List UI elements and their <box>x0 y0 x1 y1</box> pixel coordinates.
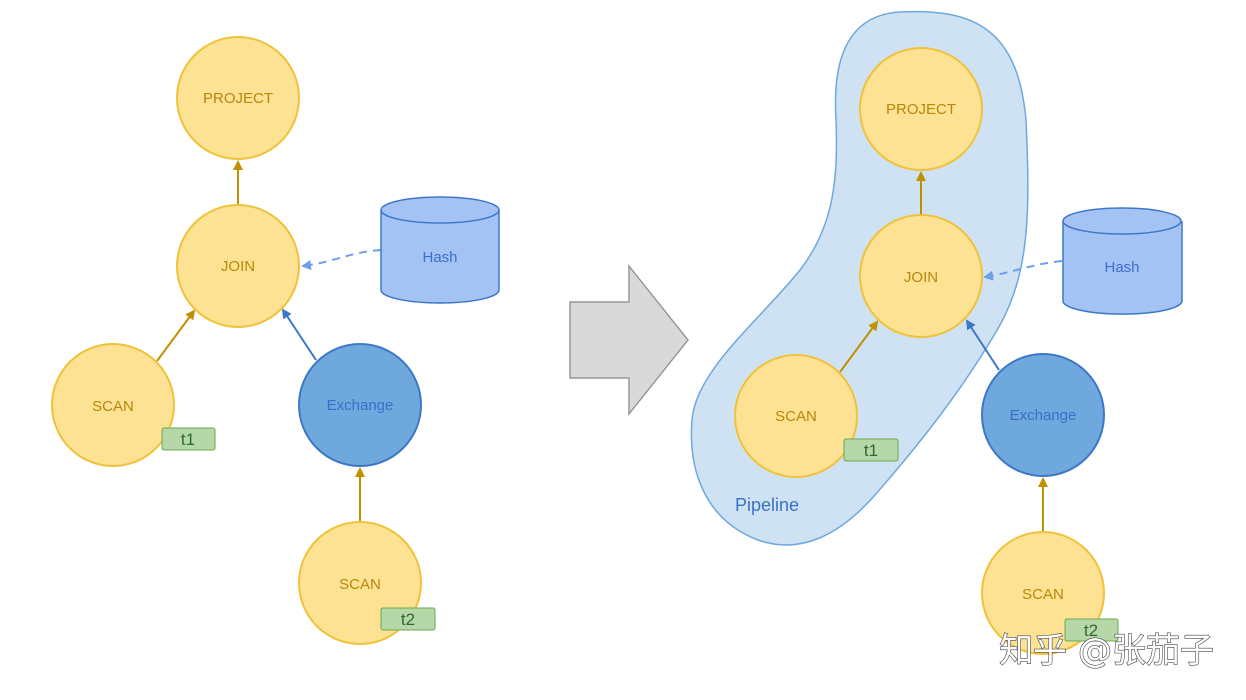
scan-node-t1: SCAN t1 <box>734 354 899 478</box>
project-label: PROJECT <box>203 90 273 107</box>
scan-node-t2: SCAN t2 <box>981 531 1119 655</box>
join-label: JOIN <box>904 269 938 286</box>
edge-scan-t1-to-join <box>156 309 196 362</box>
table-tag-t1: t1 <box>181 430 195 449</box>
hash-label: Hash <box>1104 259 1139 276</box>
transform-arrow-icon <box>569 263 689 417</box>
watermark: 知乎 @张茄子 <box>999 631 1214 671</box>
hash-label: Hash <box>422 249 457 266</box>
left-plan: PROJECT JOIN Hash SCAN t1 Exchange <box>51 36 500 645</box>
edge-hash-to-join <box>301 249 382 270</box>
edge-exchange-to-join <box>965 319 1000 371</box>
exchange-label: Exchange <box>1010 407 1077 424</box>
scan-label: SCAN <box>775 408 817 425</box>
edge-scan-t1-to-join <box>839 320 879 373</box>
project-label: PROJECT <box>886 101 956 118</box>
right-plan: Pipeline PROJECT JOIN Hash SCAN t1 <box>690 10 1183 655</box>
table-tag-t2: t2 <box>401 610 415 629</box>
hash-table-cylinder: Hash <box>1062 207 1183 315</box>
table-tag-t2: t2 <box>1084 621 1098 640</box>
scan-label: SCAN <box>92 398 134 415</box>
exchange-node: Exchange <box>298 343 422 467</box>
scan-label: SCAN <box>1022 586 1064 603</box>
join-node: JOIN <box>859 214 983 338</box>
edge-exchange-to-join <box>281 308 317 361</box>
scan-node-t2: SCAN t2 <box>298 521 436 645</box>
join-label: JOIN <box>221 258 255 275</box>
scan-label: SCAN <box>339 576 381 593</box>
table-tag-t1: t1 <box>864 441 878 460</box>
exchange-node: Exchange <box>981 353 1105 477</box>
join-node: JOIN <box>176 204 300 328</box>
exchange-label: Exchange <box>327 397 394 414</box>
pipeline-label: Pipeline <box>735 495 799 515</box>
project-node: PROJECT <box>176 36 300 160</box>
edge-hash-to-join <box>983 260 1063 281</box>
project-node: PROJECT <box>859 47 983 171</box>
hash-table-cylinder: Hash <box>380 196 500 304</box>
scan-node-t1: SCAN t1 <box>51 343 216 467</box>
